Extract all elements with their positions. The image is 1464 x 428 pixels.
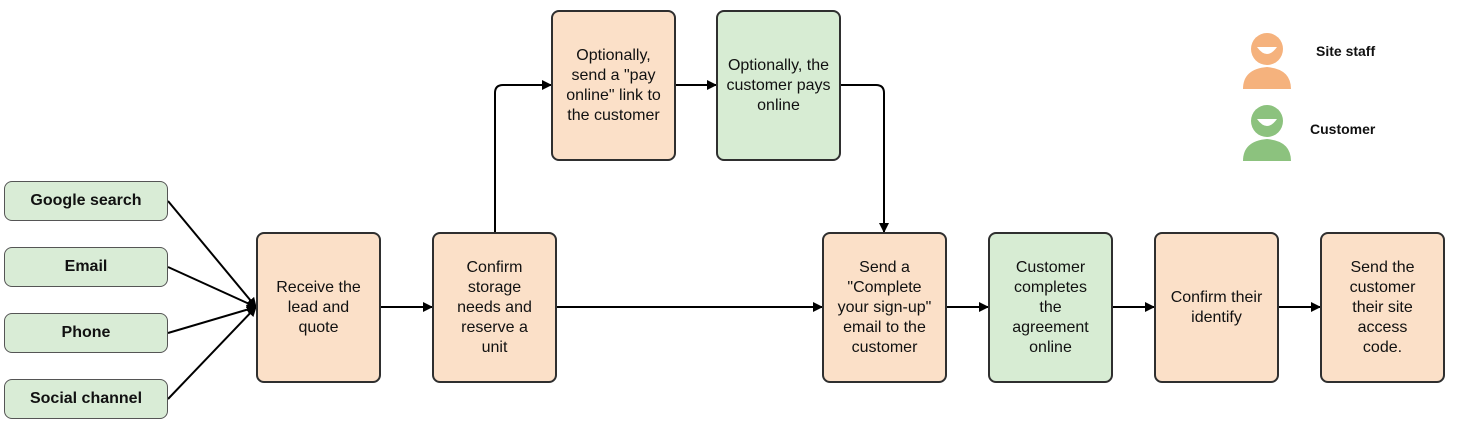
connector-pays-signup <box>841 84 889 233</box>
source-email: Email <box>4 247 168 287</box>
connector-phone <box>167 304 257 334</box>
step-receive-lead: Receive the lead and quote <box>256 232 381 383</box>
step-send-signup-email: Send a "Complete your sign-up" email to … <box>822 232 947 383</box>
person-icon <box>1243 105 1291 161</box>
step-customer-pays: Optionally, the customer pays online <box>716 10 841 161</box>
connector-social <box>167 306 257 400</box>
source-phone: Phone <box>4 313 168 353</box>
legend-site-staff: Site staff <box>1316 43 1376 59</box>
connector-email <box>167 266 257 308</box>
connector-google <box>167 200 257 308</box>
connector-confirm-paylink <box>494 80 552 232</box>
step-complete-agreement: Customer completes the agreement online <box>988 232 1113 383</box>
step-send-pay-link: Optionally, send a "pay online" link to … <box>551 10 676 161</box>
step-confirm-storage: Confirm storage needs and reserve a unit <box>432 232 557 383</box>
person-icon <box>1243 33 1291 89</box>
source-social-channel: Social channel <box>4 379 168 419</box>
legend-customer: Customer <box>1310 121 1376 137</box>
step-send-access-code: Send the customer their site access code… <box>1320 232 1445 383</box>
source-google-search: Google search <box>4 181 168 221</box>
step-confirm-identity: Confirm their identify <box>1154 232 1279 383</box>
